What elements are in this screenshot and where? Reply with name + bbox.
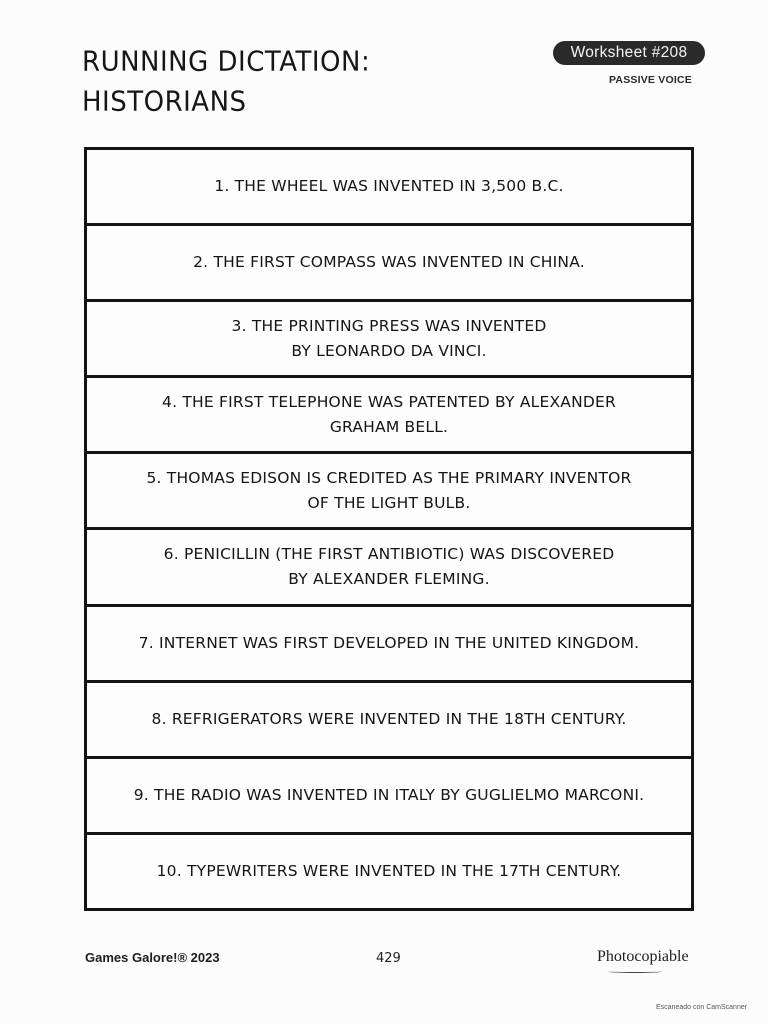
strip-line: 1. THE WHEEL WAS INVENTED IN 3,500 B.C. [214,177,564,196]
dictation-strips: 1. THE WHEEL WAS INVENTED IN 3,500 B.C. … [84,147,694,911]
strip-text: 1. THE WHEEL WAS INVENTED IN 3,500 B.C. [214,174,563,199]
strip-text: 2. THE FIRST COMPASS WAS INVENTED IN CHI… [193,250,585,275]
handwritten-underline [608,970,662,973]
strip-text: 4. THE FIRST TELEPHONE WAS PATENTED BY A… [162,390,616,440]
strip-text: 7. INTERNET WAS FIRST DEVELOPED IN THE U… [139,631,640,656]
page-number: 429 [376,951,401,966]
strip-text: 8. REFRIGERATORS WERE INVENTED IN THE 18… [152,707,627,732]
strip-text: 5. THOMAS EDISON IS CREDITED AS THE PRIM… [146,466,631,516]
strip-line: 4. THE FIRST TELEPHONE WAS PATENTED BY A… [162,392,616,411]
dictation-strip-7: 7. INTERNET WAS FIRST DEVELOPED IN THE U… [87,607,691,683]
strip-line: 9. THE RADIO WAS INVENTED IN ITALY BY GU… [133,785,645,804]
strip-line: 8. REFRIGERATORS WERE INVENTED IN THE 18… [151,709,627,728]
dictation-strip-9: 9. THE RADIO WAS INVENTED IN ITALY BY GU… [87,759,691,835]
worksheet-badge: Worksheet #208 [553,41,705,65]
strip-text: 9. THE RADIO WAS INVENTED IN ITALY BY GU… [134,783,645,808]
dictation-strip-1: 1. THE WHEEL WAS INVENTED IN 3,500 B.C. [87,150,691,227]
strip-line: 6. PENICILLIN (THE FIRST ANTIBIOTIC) WAS… [163,545,615,564]
title-line-1: RUNNING DICTATION: [82,46,371,78]
dictation-strip-5: 5. THOMAS EDISON IS CREDITED AS THE PRIM… [87,454,691,531]
strip-line: OF THE LIGHT BULB. [307,493,471,512]
strip-line: 10. TYPEWRITERS WERE INVENTED IN THE 17T… [156,861,622,880]
dictation-strip-4: 4. THE FIRST TELEPHONE WAS PATENTED BY A… [87,378,691,455]
dictation-strip-8: 8. REFRIGERATORS WERE INVENTED IN THE 18… [87,683,691,759]
topic-subtitle: PASSIVE VOICE [609,74,692,86]
strip-line: BY LEONARDO DA VINCI. [291,341,487,360]
strip-line: 2. THE FIRST COMPASS WAS INVENTED IN CHI… [193,253,585,272]
scanner-watermark: Escaneado con CamScanner [656,1004,748,1011]
strip-text: 3. THE PRINTING PRESS WAS INVENTED BY LE… [232,314,547,364]
publisher-credit: Games Galore!® 2023 [85,950,220,965]
photocopiable-label: Photocopiable [597,948,689,965]
dictation-strip-2: 2. THE FIRST COMPASS WAS INVENTED IN CHI… [87,226,691,303]
page-title: RUNNING DICTATION: HISTORIANS [82,42,370,122]
strip-line: 7. INTERNET WAS FIRST DEVELOPED IN THE U… [138,633,640,652]
dictation-strip-10: 10. TYPEWRITERS WERE INVENTED IN THE 17T… [87,835,691,908]
strip-text: 10. TYPEWRITERS WERE INVENTED IN THE 17T… [157,859,622,884]
strip-text: 6. PENICILLIN (THE FIRST ANTIBIOTIC) WAS… [164,542,615,592]
dictation-strip-3: 3. THE PRINTING PRESS WAS INVENTED BY LE… [87,302,691,379]
title-line-2: HISTORIANS [82,86,247,118]
strip-line: GRAHAM BELL. [329,417,449,436]
strip-line: 3. THE PRINTING PRESS WAS INVENTED [231,316,547,335]
strip-line: BY ALEXANDER FLEMING. [288,570,490,589]
strip-line: 5. THOMAS EDISON IS CREDITED AS THE PRIM… [146,468,632,487]
dictation-strip-6: 6. PENICILLIN (THE FIRST ANTIBIOTIC) WAS… [87,530,691,607]
